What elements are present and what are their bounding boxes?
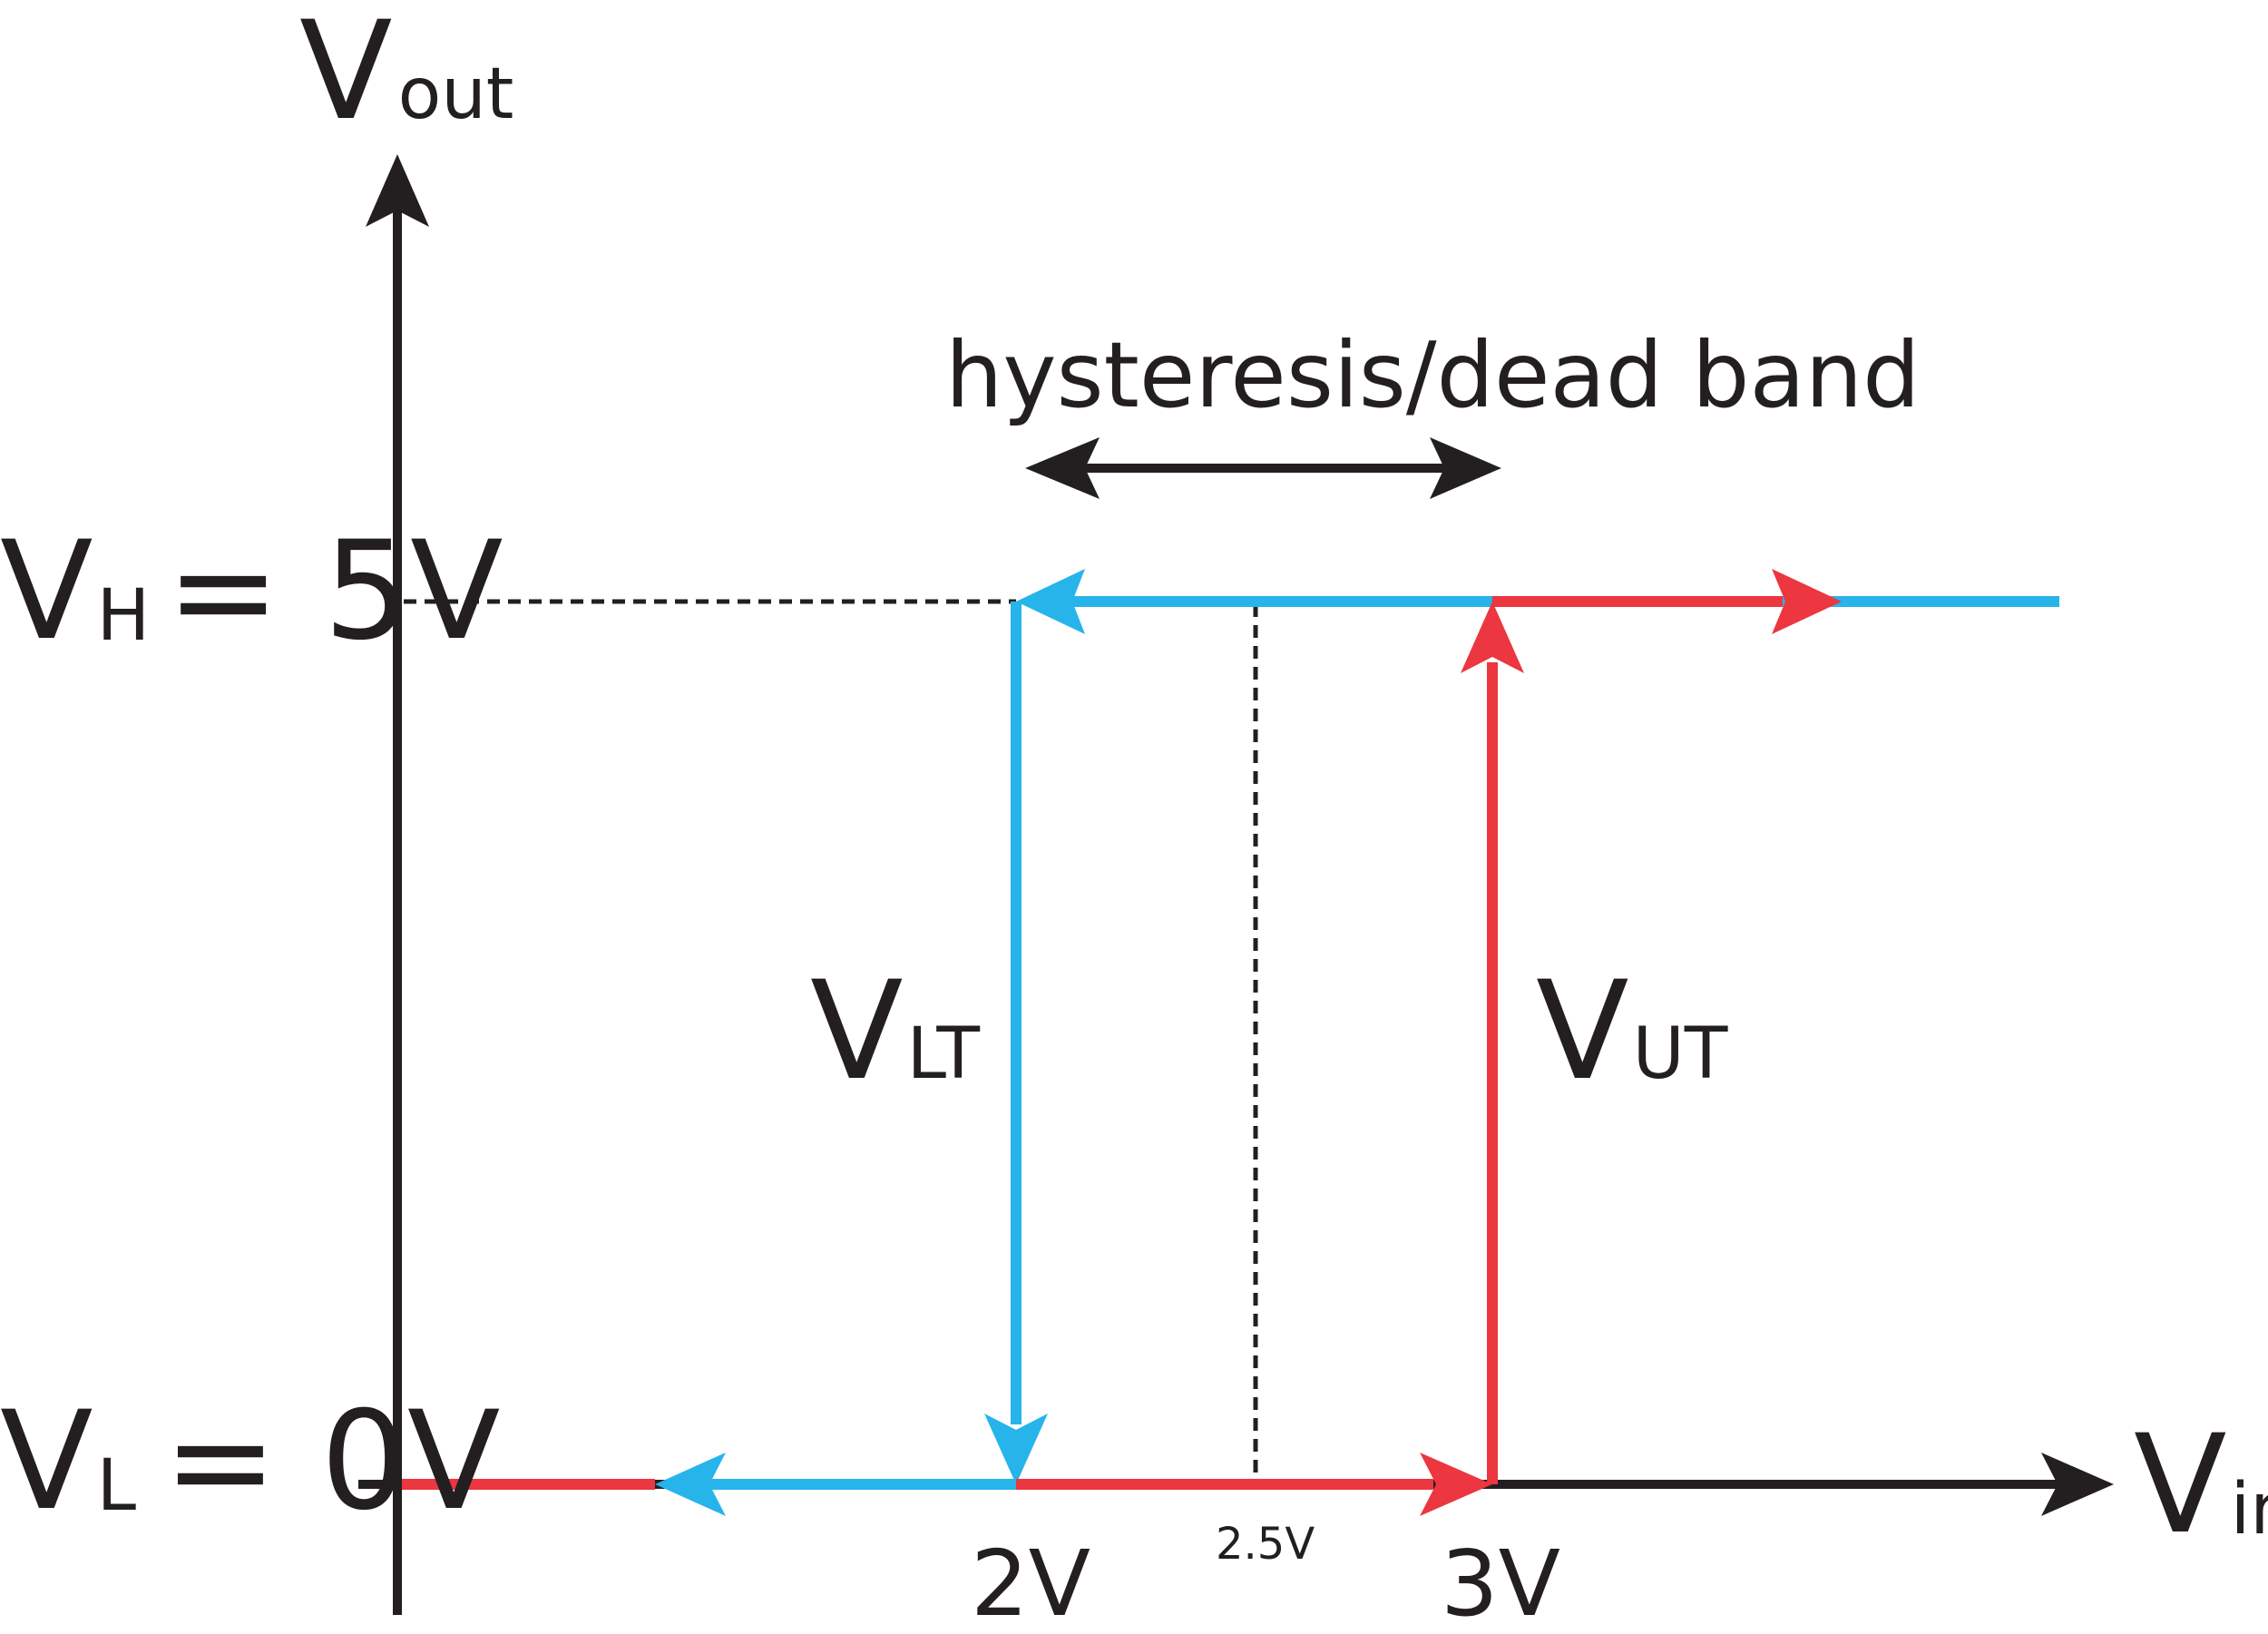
blue-bottom-left-arrowhead bbox=[655, 1453, 726, 1516]
x-axis-label: Vin bbox=[2134, 1406, 2268, 1564]
red-top-right-arrowhead bbox=[1772, 569, 1842, 634]
v-high-label: VH= 5V bbox=[0, 513, 503, 670]
hysteresis-right-arrowhead bbox=[1430, 437, 1501, 499]
hysteresis-left-arrowhead bbox=[1025, 437, 1100, 499]
tick-label-3v: 3V bbox=[1441, 1531, 1560, 1634]
y-axis-label: Vout bbox=[299, 0, 513, 151]
x-axis-arrowhead bbox=[2041, 1453, 2114, 1516]
blue-down-arrowhead bbox=[984, 1414, 1048, 1484]
red-bottom-right-arrowhead bbox=[1420, 1453, 1492, 1516]
v-low-label: VL= 0V bbox=[0, 1383, 501, 1541]
tick-label-2v: 2V bbox=[971, 1531, 1090, 1634]
hysteresis-label: hysteresis/dead band bbox=[945, 322, 1921, 428]
y-axis-arrowhead bbox=[366, 154, 429, 227]
red-up-arrowhead bbox=[1461, 602, 1524, 673]
v-lower-threshold-label: VLT bbox=[810, 953, 980, 1111]
hysteresis-band-arrow bbox=[1025, 437, 1501, 499]
blue-top-left-arrowhead bbox=[1016, 569, 1085, 634]
v-upper-threshold-label: VUT bbox=[1536, 953, 1728, 1111]
rising-path bbox=[402, 569, 1842, 1516]
tick-label-2-5v: 2.5V bbox=[1216, 1519, 1315, 1570]
guide-lines bbox=[404, 599, 1258, 1481]
